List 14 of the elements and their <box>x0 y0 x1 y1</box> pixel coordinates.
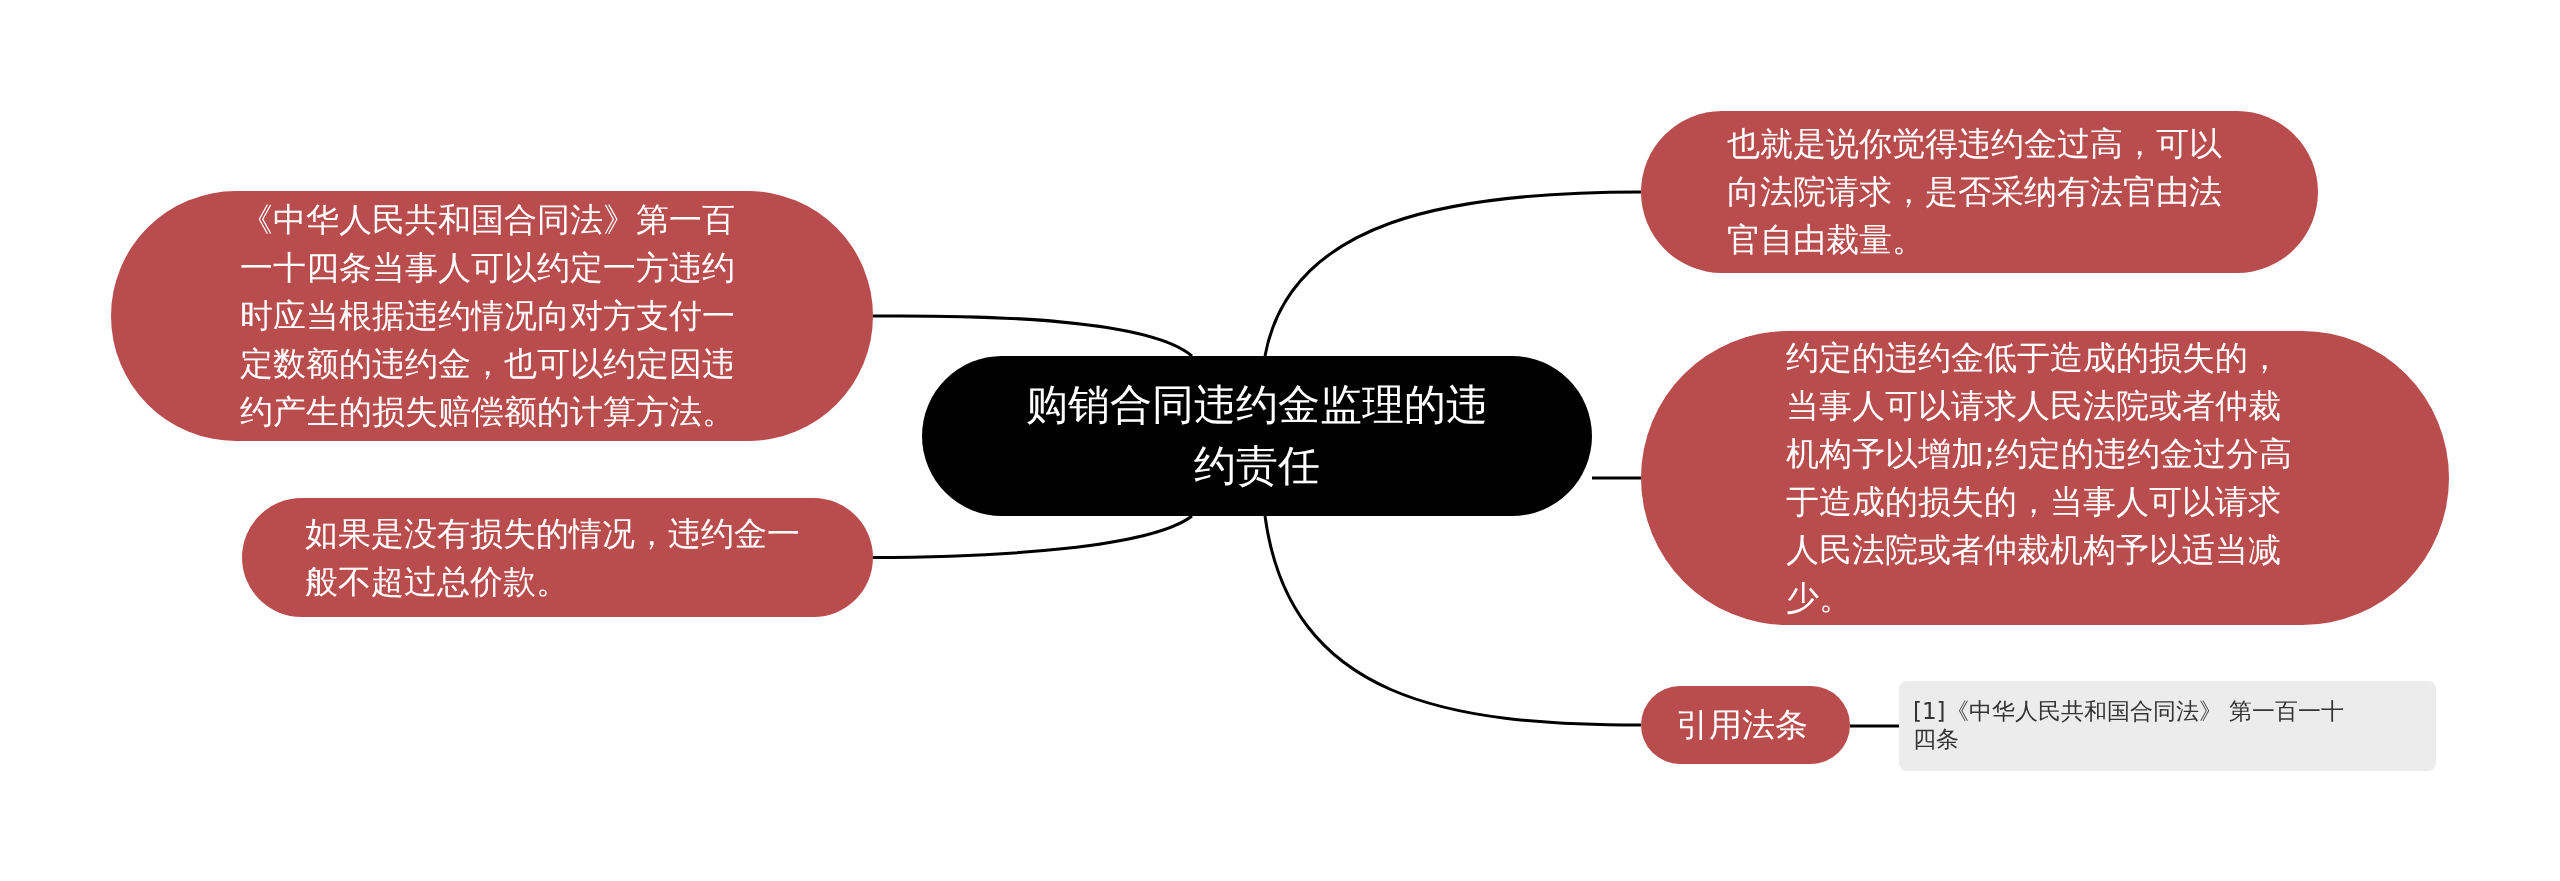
topic-text: 也就是说你觉得违约金过高，可以向法院请求，是否采纳有法官由法官自由裁量。 <box>1727 123 2224 261</box>
topic-text: 约定的违约金低于造成的损失的，当事人可以请求人民法院或者仲裁机构予以增加;约定的违约金过分高于造成的损失的，当事人可以请求人民法院或者仲裁机构予以适当减少。 <box>1785 337 2294 619</box>
connector-line <box>873 514 1193 559</box>
connector-line <box>1263 515 1641 727</box>
connector-line <box>1850 724 1899 728</box>
reference-text: [1]《中华人民共和国合同法》 第一百一十四条 <box>1913 698 2345 754</box>
topic-text: 如果是没有损失的情况，违约金一般不超过总价款。 <box>305 512 802 603</box>
connector-line <box>873 314 1193 358</box>
connector-line <box>1263 190 1641 357</box>
topic-text: 引用法条 <box>1676 704 1810 747</box>
topic-text: 购销合同违约金监理的违约责任 <box>1025 379 1489 492</box>
topic-text: 《中华人民共和国合同法》第一百一十四条当事人可以约定一方违约时应当根据违约情况向对方支付一定数额的违约金，也可以约定因违约产生的损失赔偿额的计算方法。 <box>239 199 736 433</box>
reference-note <box>1899 681 2436 771</box>
connector-line <box>1592 476 1641 480</box>
